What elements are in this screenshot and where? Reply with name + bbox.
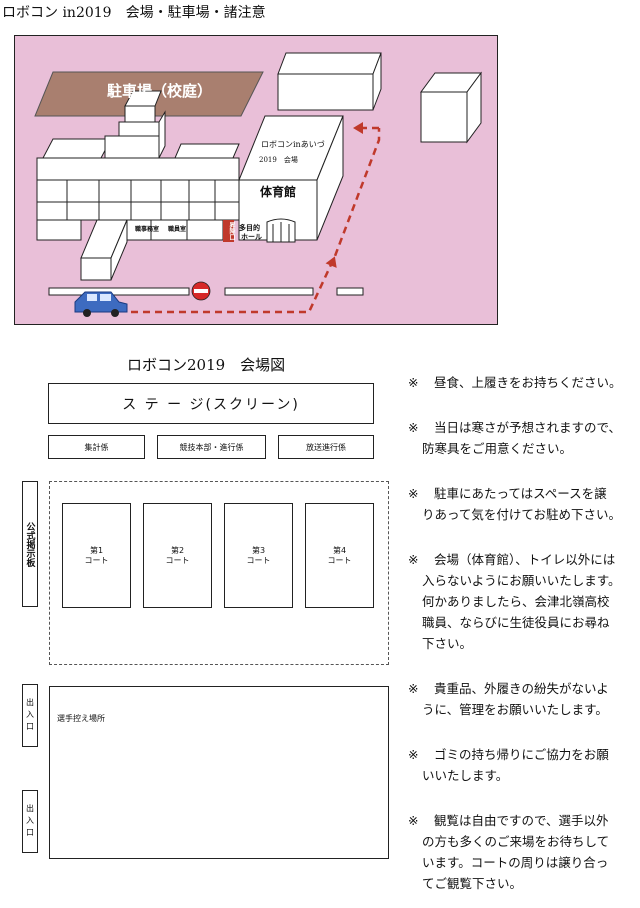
note-line: 当日は寒さが予想されますので、 <box>434 420 622 435</box>
road-marking <box>48 287 364 296</box>
note-line: うに、管理をお願いいたします。 <box>422 702 608 717</box>
court-1: 第1 コート <box>62 503 131 608</box>
waiting-area-label: 選手控え場所 <box>57 714 105 723</box>
note-line: 会場（体育館）、トイレ以外には <box>434 552 616 567</box>
venue-title: ロボコン2019 会場図 <box>127 356 286 374</box>
note-item: ※ ゴミの持ち帰りにご協力をお願いいたします。 <box>404 744 634 786</box>
court-label: コート <box>165 556 190 565</box>
note-mark: ※ <box>408 486 419 501</box>
staff-desk-hq: 競技本部・進行係 <box>157 435 266 459</box>
note-mark: ※ <box>408 375 419 390</box>
court-3: 第3 コート <box>224 503 293 608</box>
outbuilding-2 <box>420 71 482 144</box>
outbuilding-1 <box>277 52 382 111</box>
note-item: ※ 昼食、上履きをお持ちください。 <box>404 372 634 393</box>
player-waiting-area: 選手控え場所 <box>49 686 389 859</box>
note-mark: ※ <box>408 813 419 828</box>
court-label: コート <box>246 556 271 565</box>
note-line: 入らないようにお願いいたします。 <box>422 573 621 588</box>
exit-2: 出入口 <box>22 790 38 853</box>
note-line: の方も多くのご来場をお待ちして <box>422 834 610 849</box>
note-line: います。コートの周りは譲り合っ <box>422 855 609 870</box>
staff-desk-tally: 集計係 <box>48 435 145 459</box>
hall-label-line2: ホール <box>241 232 262 241</box>
room-staff-label: 職員室 <box>168 226 187 233</box>
note-item: ※ 駐車にあたってはスペースを譲りあって気を付けてお駐め下さい。 <box>404 483 634 525</box>
note-line: いいたします。 <box>422 768 509 783</box>
court-label: コート <box>327 556 352 565</box>
note-item: ※ 貴重品、外履きの紛失がないように、管理をお願いいたします。 <box>404 678 634 720</box>
hall-label-line1: 多目的 <box>239 223 260 232</box>
note-line: てご観覧下さい。 <box>422 876 523 891</box>
school-building <box>36 90 240 281</box>
entrance-label: 昇降口 <box>223 220 235 242</box>
campus-map-drawing <box>34 52 482 317</box>
note-line: 駐車にあたってはスペースを譲 <box>434 486 607 501</box>
note-line: 何かありましたら、会津北嶺高校 <box>422 594 610 609</box>
court-number: 第2 <box>170 546 185 555</box>
note-line: 観覧は自由ですので、選手以外 <box>434 813 609 828</box>
court-2: 第2 コート <box>143 503 212 608</box>
room-office-label: 職事務室 <box>135 226 160 233</box>
stage: ス テ ー ジ(スクリーン) <box>48 383 374 424</box>
court-number: 第1 <box>89 546 104 555</box>
route-arrow-up <box>325 256 337 268</box>
no-entry-icon <box>191 281 211 301</box>
exit-1: 出入口 <box>22 684 38 747</box>
note-line: 防寒具をご用意ください。 <box>422 441 573 456</box>
official-board: 公式掲示板 <box>22 481 38 607</box>
note-line: 昼食、上履きをお持ちください。 <box>434 375 622 390</box>
note-item: ※ 当日は寒さが予想されますので、防寒具をご用意ください。 <box>404 417 634 459</box>
staff-desk-broadcast: 放送進行係 <box>278 435 374 459</box>
note-mark: ※ <box>408 747 419 762</box>
car-icon <box>74 291 128 317</box>
gym-building <box>238 115 344 243</box>
route-arrow-left <box>353 122 363 134</box>
note-mark: ※ <box>408 681 419 696</box>
gym-sign-line2: 2019 会場 <box>259 156 298 164</box>
court-area <box>49 481 389 665</box>
parking-label: 駐車場（校庭） <box>107 82 213 100</box>
note-line: 貴重品、外履きの紛失がないよ <box>434 681 609 696</box>
court-label: コート <box>84 556 109 565</box>
page-title: ロボコン in2019 会場・駐車場・諸注意 <box>2 5 266 21</box>
court-number: 第3 <box>251 546 266 555</box>
note-line: 下さい。 <box>422 636 473 651</box>
court-number: 第4 <box>332 546 347 555</box>
gym-label: 体育館 <box>260 185 297 199</box>
note-line: 職員、ならびに生徒役員にお尋ね <box>422 615 610 630</box>
court-4: 第4 コート <box>305 503 374 608</box>
campus-map: 駐車場（校庭） ロボコンinあいづ 2019 会場 体育館 職事務室 職員室 昇… <box>14 35 498 325</box>
note-item: ※ 会場（体育館）、トイレ以外には入らないようにお願いいたします。何かありましたら… <box>404 549 634 654</box>
note-mark: ※ <box>408 552 419 567</box>
note-item: ※ 観覧は自由ですので、選手以外の方も多くのご来場をお待ちしています。コートの周り… <box>404 810 634 894</box>
note-line: りあって気を付けてお駐め下さい。 <box>422 507 622 522</box>
note-mark: ※ <box>408 420 419 435</box>
gym-sign-line1: ロボコンinあいづ <box>261 140 325 149</box>
note-line: ゴミの持ち帰りにご協力をお願 <box>434 747 609 762</box>
